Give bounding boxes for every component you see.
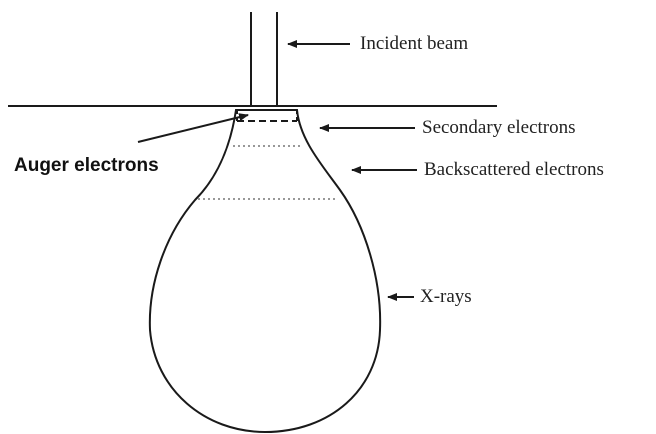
interaction-volume-outline [150, 110, 380, 432]
incident-beam-label: Incident beam [360, 33, 468, 55]
secondary-electrons-label: Secondary electrons [422, 117, 576, 139]
auger-electrons-label: Auger electrons [14, 155, 159, 177]
x-rays-label: X-rays [420, 286, 472, 308]
incident-beam [251, 12, 277, 106]
backscattered-electrons-label: Backscattered electrons [424, 159, 604, 181]
